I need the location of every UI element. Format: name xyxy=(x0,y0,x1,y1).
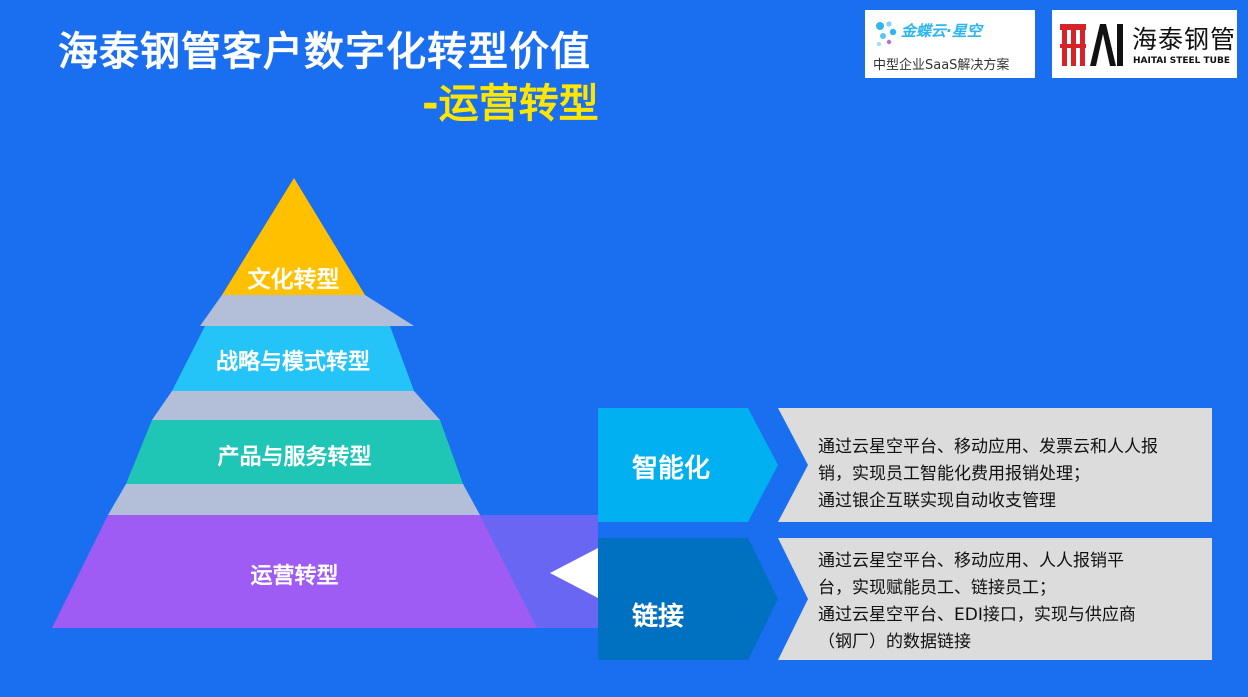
panel-2-line-1: 通过云星空平台、移动应用、人人报销平 xyxy=(818,551,1124,571)
tier-4-extension xyxy=(480,515,598,628)
kingdee-logo: 金蝶云·星空 中型企业SaaS解决方案 xyxy=(865,10,1035,78)
panel-2-notch xyxy=(778,538,808,660)
haitai-mark-icon xyxy=(1060,24,1123,66)
haitai-logo: 海泰钢管 HAITAI STEEL TUBE xyxy=(1052,10,1237,78)
panel-2-line-2: 台，实现赋能员工、链接员工； xyxy=(818,578,1056,598)
tier-3-shape xyxy=(126,420,463,484)
panel-2-line-3: 通过云星空平台、EDI接口，实现与供应商 xyxy=(818,605,1136,625)
panel-2-heading: 链接 xyxy=(632,602,685,632)
panel-1-line-3: 通过银企互联实现自动收支管理 xyxy=(818,491,1056,511)
kingdee-name: 金蝶云·星空 xyxy=(901,22,982,40)
pointer-arrow xyxy=(550,548,598,598)
panel-1-line-1: 通过云星空平台、移动应用、发票云和人人报 xyxy=(818,437,1158,457)
tier-label-product: 产品与服务转型 xyxy=(217,445,372,470)
panel-2-chevron xyxy=(598,538,778,660)
connector-3-4 xyxy=(108,484,480,515)
tier-4-shape xyxy=(52,515,537,628)
panel-1-notch xyxy=(778,408,808,522)
tier-1-shape xyxy=(222,178,365,295)
panel-1-heading: 智能化 xyxy=(632,454,711,484)
haitai-name-en: HAITAI STEEL TUBE xyxy=(1133,56,1230,66)
tier-label-culture: 文化转型 xyxy=(247,267,340,293)
tier-2-shape xyxy=(172,326,414,391)
connector-2-3 xyxy=(152,391,440,420)
haitai-name-cn: 海泰钢管 xyxy=(1132,25,1237,54)
page-subtitle: -运营转型 xyxy=(422,81,599,127)
kingdee-dots-icon xyxy=(876,21,897,46)
page-title: 海泰钢管客户数字化转型价值 xyxy=(58,29,591,75)
panel-2-line-4: （钢厂）的数据链接 xyxy=(818,632,971,652)
kingdee-tagline: 中型企业SaaS解决方案 xyxy=(873,58,1010,73)
panel-2-description: 通过云星空平台、移动应用、人人报销平 台，实现赋能员工、链接员工； 通过云星空平… xyxy=(778,538,1212,660)
panel-1-line-2: 销，实现员工智能化费用报销处理； xyxy=(818,464,1090,484)
tier-label-operation: 运营转型 xyxy=(250,564,339,589)
tier-label-strategy: 战略与模式转型 xyxy=(215,350,370,375)
panel-1-description: 通过云星空平台、移动应用、发票云和人人报 销，实现员工智能化费用报销处理； 通过… xyxy=(778,408,1212,522)
connector-1-2 xyxy=(200,295,414,326)
panel-1-chevron xyxy=(598,408,778,522)
